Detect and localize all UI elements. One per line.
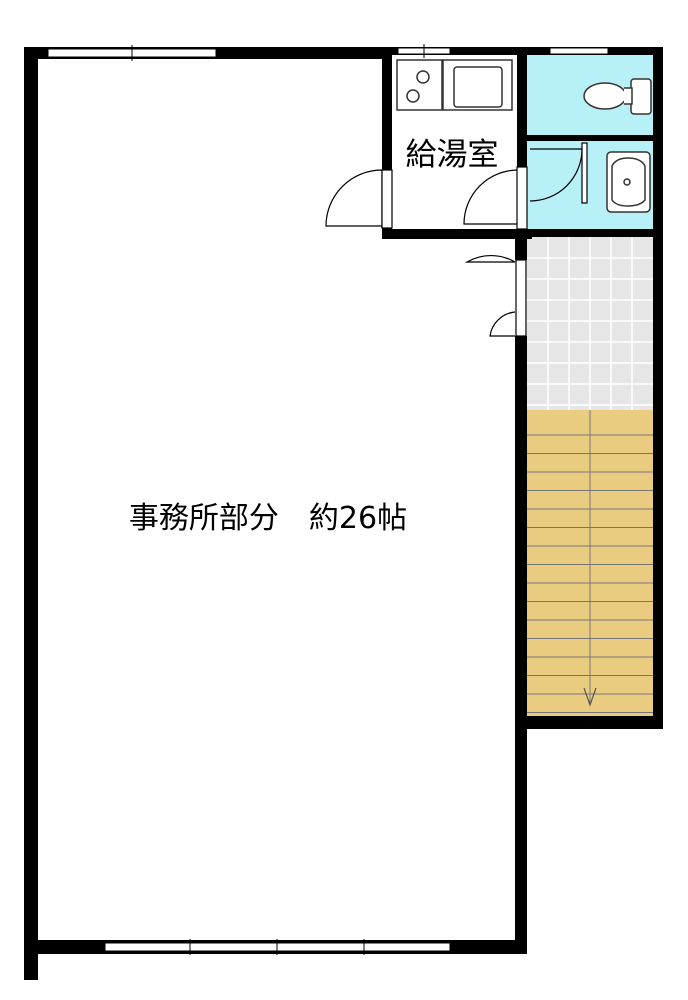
stove-icon bbox=[396, 59, 443, 111]
washbasin-icon bbox=[606, 151, 651, 213]
hall-door bbox=[464, 255, 516, 337]
staircase bbox=[527, 410, 653, 716]
kitchen-sink-icon bbox=[442, 59, 513, 111]
office-label: 事務所部分 約26帖 bbox=[129, 501, 407, 536]
washroom-door bbox=[463, 169, 519, 225]
kitchenette-label: 給湯室 bbox=[406, 137, 499, 173]
windows bbox=[47, 44, 609, 955]
tile-hall-floor bbox=[527, 237, 653, 410]
toilet-icon bbox=[583, 78, 652, 115]
doors bbox=[325, 142, 588, 337]
kitchenette-door bbox=[325, 169, 383, 228]
toilet-door bbox=[529, 148, 583, 202]
arrow-down-icon bbox=[583, 687, 597, 707]
